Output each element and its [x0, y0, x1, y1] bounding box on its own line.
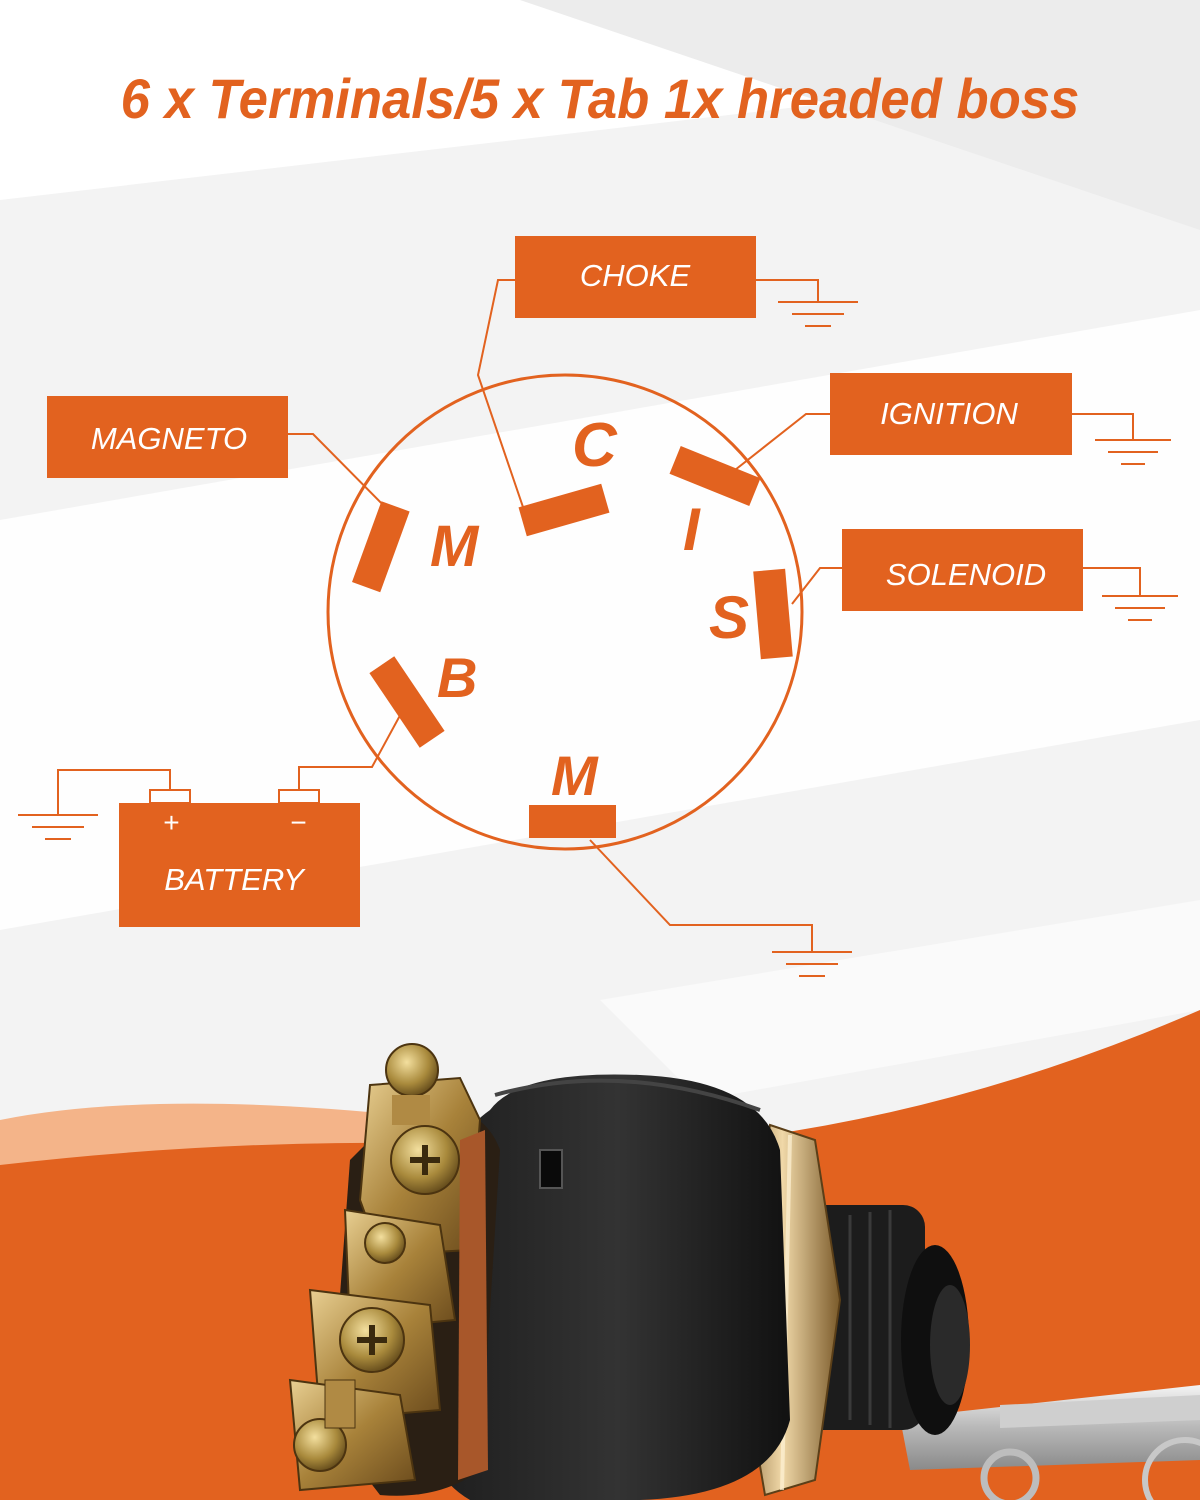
terminal-label-m-bottom: M — [551, 744, 599, 807]
ground-icon — [1102, 595, 1178, 621]
solenoid-label: SOLENOID — [886, 557, 1046, 592]
magneto-label-box — [47, 396, 288, 478]
terminal-tab-s — [753, 568, 793, 660]
switch-body — [408, 1074, 790, 1500]
magneto-leader-line — [288, 433, 399, 521]
battery-leader-line — [298, 696, 411, 790]
ground-icon — [778, 301, 858, 327]
headline: 6 x Terminals/5 x Tab 1x hreaded boss — [120, 67, 1080, 130]
ground-icon — [18, 814, 98, 840]
terminal-screws — [293, 1043, 460, 1472]
choke-leader-line — [476, 279, 525, 511]
ignition-switch-photo — [288, 1043, 1200, 1500]
solenoid-leader-line — [791, 567, 842, 605]
terminal-label-c: C — [572, 411, 618, 480]
ground-icon — [772, 951, 852, 977]
terminal-label-i: I — [683, 496, 701, 563]
terminal-letters: C M I S B M — [430, 411, 749, 807]
battery-plus-symbol: + — [163, 807, 179, 838]
choke-ground-line — [756, 279, 819, 302]
solenoid-ground-line — [1083, 567, 1141, 596]
choke-label: CHOKE — [580, 258, 691, 293]
ground-icon — [1095, 439, 1171, 465]
ignition-leader-line — [734, 413, 830, 471]
magneto-label: MAGNETO — [91, 421, 247, 456]
battery-label: BATTERY — [164, 862, 306, 897]
choke-label-box — [515, 236, 756, 318]
terminal-tab-c — [518, 483, 610, 537]
terminal-tab-b — [369, 656, 445, 748]
terminal-label-s: S — [709, 584, 749, 651]
screw-icon — [293, 1418, 347, 1472]
screw-icon — [385, 1043, 439, 1097]
ignition-label: IGNITION — [880, 396, 1018, 431]
screw-icon — [364, 1222, 406, 1264]
solenoid-label-box — [842, 529, 1083, 611]
terminal-label-b: B — [437, 646, 477, 709]
battery-plus-lead — [57, 769, 171, 815]
wiring-diagram — [57, 279, 1141, 952]
switch-face-circle — [326, 373, 804, 851]
ignition-label-box — [830, 373, 1072, 455]
terminal-tab-i — [669, 445, 761, 507]
terminal-tabs — [352, 445, 793, 838]
battery-minus-symbol: − — [290, 807, 306, 838]
terminal-tab-m-top — [352, 501, 410, 593]
battery-box — [119, 803, 360, 927]
terminal-tab-m-bottom — [529, 805, 616, 838]
ignition-ground-line — [1072, 413, 1134, 440]
battery: + − BATTERY — [119, 789, 360, 927]
label-boxes: CHOKE MAGNETO IGNITION SOLENOID — [47, 236, 1083, 611]
ground-symbols — [18, 301, 1178, 977]
key-icon — [900, 1385, 1200, 1500]
mbottom-leader-line — [589, 839, 813, 952]
terminal-label-m-top: M — [430, 514, 480, 579]
